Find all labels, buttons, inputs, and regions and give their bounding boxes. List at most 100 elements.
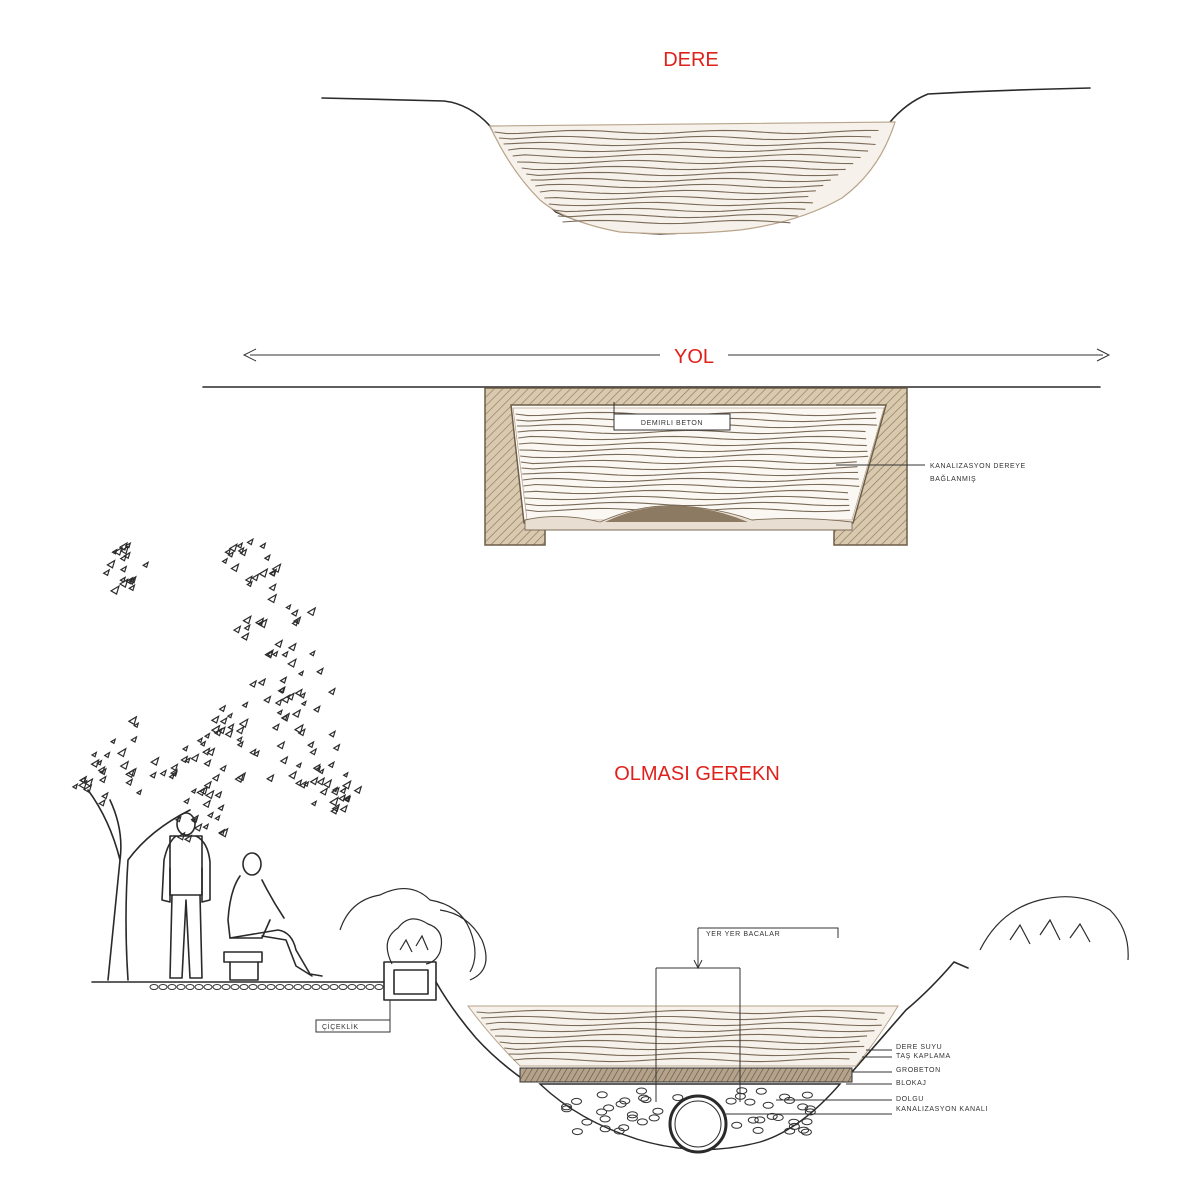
- leaf: [343, 795, 350, 803]
- leaf: [150, 756, 160, 766]
- leaf: [202, 747, 211, 756]
- water-line: [523, 489, 849, 495]
- paving-stone: [374, 984, 384, 990]
- blockage-stone: [561, 1103, 572, 1111]
- leaf: [236, 541, 244, 549]
- blockage-stone: [619, 1097, 631, 1105]
- tree-foliage: [71, 537, 363, 843]
- leaf: [119, 576, 127, 583]
- section-yol: YOL DEMIRLI BETON KANALIZASYON DEREYE BA…: [202, 343, 1111, 546]
- leaf: [199, 740, 207, 747]
- blockage-stone: [603, 1104, 615, 1112]
- leaf: [331, 786, 339, 793]
- road-arrow-left: [242, 348, 257, 362]
- leaf: [168, 772, 176, 780]
- leaf: [316, 776, 326, 786]
- leaf: [210, 714, 220, 724]
- leaf: [246, 580, 253, 588]
- paving-stone: [302, 984, 312, 990]
- sewer-label-line2: BAĞLANMIŞ: [930, 474, 976, 483]
- leaf: [316, 667, 324, 675]
- paving-stones: [149, 984, 384, 990]
- paving-stone: [230, 984, 240, 990]
- leaf: [322, 778, 333, 789]
- leaf: [224, 728, 234, 738]
- blockage-stone: [804, 1105, 816, 1113]
- leaf: [239, 548, 248, 557]
- leaf: [244, 575, 253, 584]
- leaf: [234, 773, 245, 784]
- water-line: [513, 1057, 850, 1063]
- water-line: [522, 477, 859, 483]
- blockage-stone: [744, 1098, 756, 1106]
- paving-stone: [248, 984, 258, 990]
- leaf: [125, 768, 135, 779]
- leaf: [71, 782, 79, 790]
- leaf: [267, 593, 278, 604]
- leaf: [217, 726, 226, 735]
- leaf: [204, 789, 215, 800]
- leaf: [257, 677, 267, 687]
- leaf: [184, 756, 191, 764]
- leaf: [130, 735, 138, 743]
- sewer-label-line1: KANALIZASYON DEREYE: [930, 463, 1026, 470]
- water-line: [525, 501, 850, 507]
- leaf: [113, 546, 123, 556]
- leaf: [330, 786, 340, 796]
- leaf: [271, 722, 280, 732]
- blockage-stone: [596, 1108, 608, 1116]
- leaf: [111, 548, 118, 555]
- leaf: [206, 747, 216, 757]
- leaf: [226, 712, 234, 719]
- water-line: [476, 1009, 885, 1015]
- leaf: [217, 803, 225, 812]
- leaf: [276, 740, 286, 750]
- paving-stone: [266, 984, 276, 990]
- layer-labels: DERE SUYU TAŞ KAPLAMA GROBETON BLOKAJ DO…: [726, 1044, 987, 1115]
- leaf: [274, 639, 284, 649]
- leaf: [106, 559, 116, 569]
- water-line: [523, 483, 860, 489]
- leaf: [327, 760, 335, 769]
- blockage-stone: [798, 1126, 810, 1134]
- leaf: [353, 785, 363, 795]
- leaf: [319, 787, 329, 796]
- blockage-stone: [788, 1118, 800, 1126]
- leaf: [309, 776, 319, 786]
- leaf: [180, 755, 189, 764]
- leaf: [269, 569, 277, 577]
- leaf: [133, 721, 140, 729]
- leaf: [103, 751, 111, 759]
- leaf: [277, 686, 286, 694]
- leaf: [159, 769, 168, 777]
- leaf: [295, 761, 303, 769]
- leaf: [339, 804, 349, 813]
- leaf: [235, 725, 245, 735]
- water-line: [517, 159, 854, 165]
- leaf: [318, 768, 325, 775]
- leaf: [237, 546, 245, 554]
- leaf: [219, 764, 227, 773]
- leaf: [281, 714, 289, 721]
- paving-stone: [158, 984, 168, 990]
- planter: [383, 918, 443, 1001]
- paving-stone: [347, 984, 357, 990]
- leaf: [101, 791, 109, 800]
- leaf: [109, 584, 120, 595]
- leaf: [218, 704, 227, 713]
- leaf: [263, 553, 271, 562]
- road-arrow-right: [1096, 348, 1111, 362]
- leaf: [218, 827, 229, 838]
- sewer-pipe: [668, 1094, 728, 1154]
- ground-left: [91, 981, 385, 990]
- leaf: [280, 693, 291, 704]
- leaf: [292, 615, 302, 625]
- leaf: [287, 657, 297, 668]
- paving-stone: [149, 984, 159, 990]
- leaf: [266, 773, 275, 783]
- leaf: [214, 814, 221, 821]
- paving-stone: [212, 984, 222, 990]
- blockage-stone: [638, 1094, 650, 1102]
- paving-stone: [293, 984, 303, 990]
